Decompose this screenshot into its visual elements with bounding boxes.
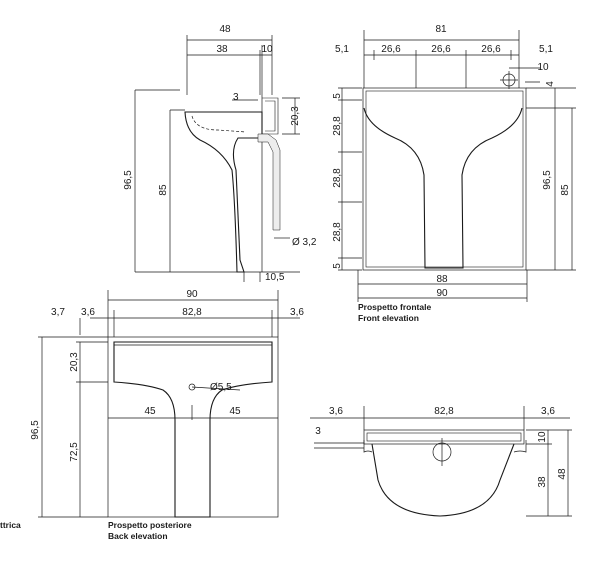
side-rim: 3 bbox=[233, 92, 239, 103]
side-pipe-diameter: Ø 3,2 bbox=[292, 237, 317, 248]
side-basin-outline bbox=[184, 111, 263, 273]
side-bracket-inner bbox=[265, 100, 276, 132]
side-total-height: 96,5 bbox=[123, 170, 134, 190]
back-half-left: 45 bbox=[144, 406, 156, 417]
front-rim-height: 85 bbox=[560, 184, 571, 196]
front-margin-right: 5,1 bbox=[539, 44, 553, 55]
front-fix-2: 28,8 bbox=[332, 168, 343, 188]
plan-thickness: 10 bbox=[537, 431, 548, 443]
back-total-width: 90 bbox=[186, 289, 198, 300]
side-foot: 10,5 bbox=[265, 272, 285, 283]
partial-caption: ttrica bbox=[0, 520, 21, 530]
plan-top-slab bbox=[363, 429, 525, 445]
back-half-right: 45 bbox=[229, 406, 241, 417]
front-view: 81 5,1 26,6 26,6 26,6 5,1 10 4 5 28,8 28… bbox=[332, 24, 576, 323]
front-bottom-gap: 5 bbox=[332, 263, 343, 269]
front-fix-3: 28,8 bbox=[332, 222, 343, 242]
side-view: 48 38 10 3 20,3 96,5 85 Ø 3,2 10,5 bbox=[123, 24, 317, 283]
plan-margin-right: 3,6 bbox=[541, 406, 555, 417]
back-bowl-height: 20,3 bbox=[69, 352, 80, 372]
front-caption-it: Prospetto frontale bbox=[358, 302, 431, 312]
plan-bowl-outline bbox=[371, 443, 515, 517]
back-offset: 3,7 bbox=[51, 307, 65, 318]
plan-top-inner bbox=[366, 432, 522, 442]
front-hole-offset: 10 bbox=[537, 62, 549, 73]
front-total-width: 81 bbox=[435, 24, 447, 35]
back-wall-panel bbox=[107, 336, 279, 518]
front-wall-panel bbox=[362, 87, 527, 271]
side-top-width: 48 bbox=[219, 24, 231, 35]
front-inner-width: 88 bbox=[436, 274, 448, 285]
back-view: 90 3,7 3,6 82,8 3,6 20,3 96,5 72,5 Ø5,5 … bbox=[30, 289, 304, 541]
back-margin-left: 3,6 bbox=[81, 307, 95, 318]
plan-bowl-width: 82,8 bbox=[434, 406, 454, 417]
plan-bowl-depth: 38 bbox=[537, 476, 548, 488]
back-basin-outline bbox=[113, 341, 273, 518]
front-top-gap: 5 bbox=[332, 93, 343, 99]
back-total-height: 96,5 bbox=[30, 420, 41, 440]
back-lower-height: 72,5 bbox=[69, 442, 80, 462]
plan-rim: 3 bbox=[315, 426, 321, 437]
plan-total-depth: 48 bbox=[557, 468, 568, 480]
side-bracket bbox=[262, 97, 279, 135]
front-seg-1: 26,6 bbox=[381, 44, 401, 55]
plan-wall-line bbox=[363, 440, 527, 453]
side-rim-floor: 85 bbox=[158, 184, 169, 196]
back-pipe: Ø5,5 bbox=[210, 382, 232, 393]
front-seg-2: 26,6 bbox=[431, 44, 451, 55]
back-caption-it: Prospetto posteriore bbox=[108, 520, 192, 530]
side-depth: 10 bbox=[261, 44, 273, 55]
front-basin-outline bbox=[363, 107, 523, 269]
front-inner-panel bbox=[365, 90, 524, 268]
back-bowl-width: 82,8 bbox=[182, 307, 202, 318]
side-inner-bowl bbox=[191, 115, 247, 133]
side-drain-hose bbox=[257, 133, 281, 231]
side-rim-height: 20,3 bbox=[290, 106, 301, 126]
side-projection: 38 bbox=[216, 44, 228, 55]
back-margin-right: 3,6 bbox=[290, 307, 304, 318]
front-hole-top: 4 bbox=[545, 81, 556, 87]
front-total-height: 96,5 bbox=[542, 170, 553, 190]
plan-margin-left: 3,6 bbox=[329, 406, 343, 417]
front-fix-1: 28,8 bbox=[332, 116, 343, 136]
front-seg-3: 26,6 bbox=[481, 44, 501, 55]
plan-view: 3,6 82,8 3,6 3 10 38 48 bbox=[310, 406, 572, 517]
front-margin-left: 5,1 bbox=[335, 44, 349, 55]
front-caption-en: Front elevation bbox=[358, 313, 419, 323]
back-caption-en: Back elevation bbox=[108, 531, 168, 541]
front-outer-width: 90 bbox=[436, 288, 448, 299]
